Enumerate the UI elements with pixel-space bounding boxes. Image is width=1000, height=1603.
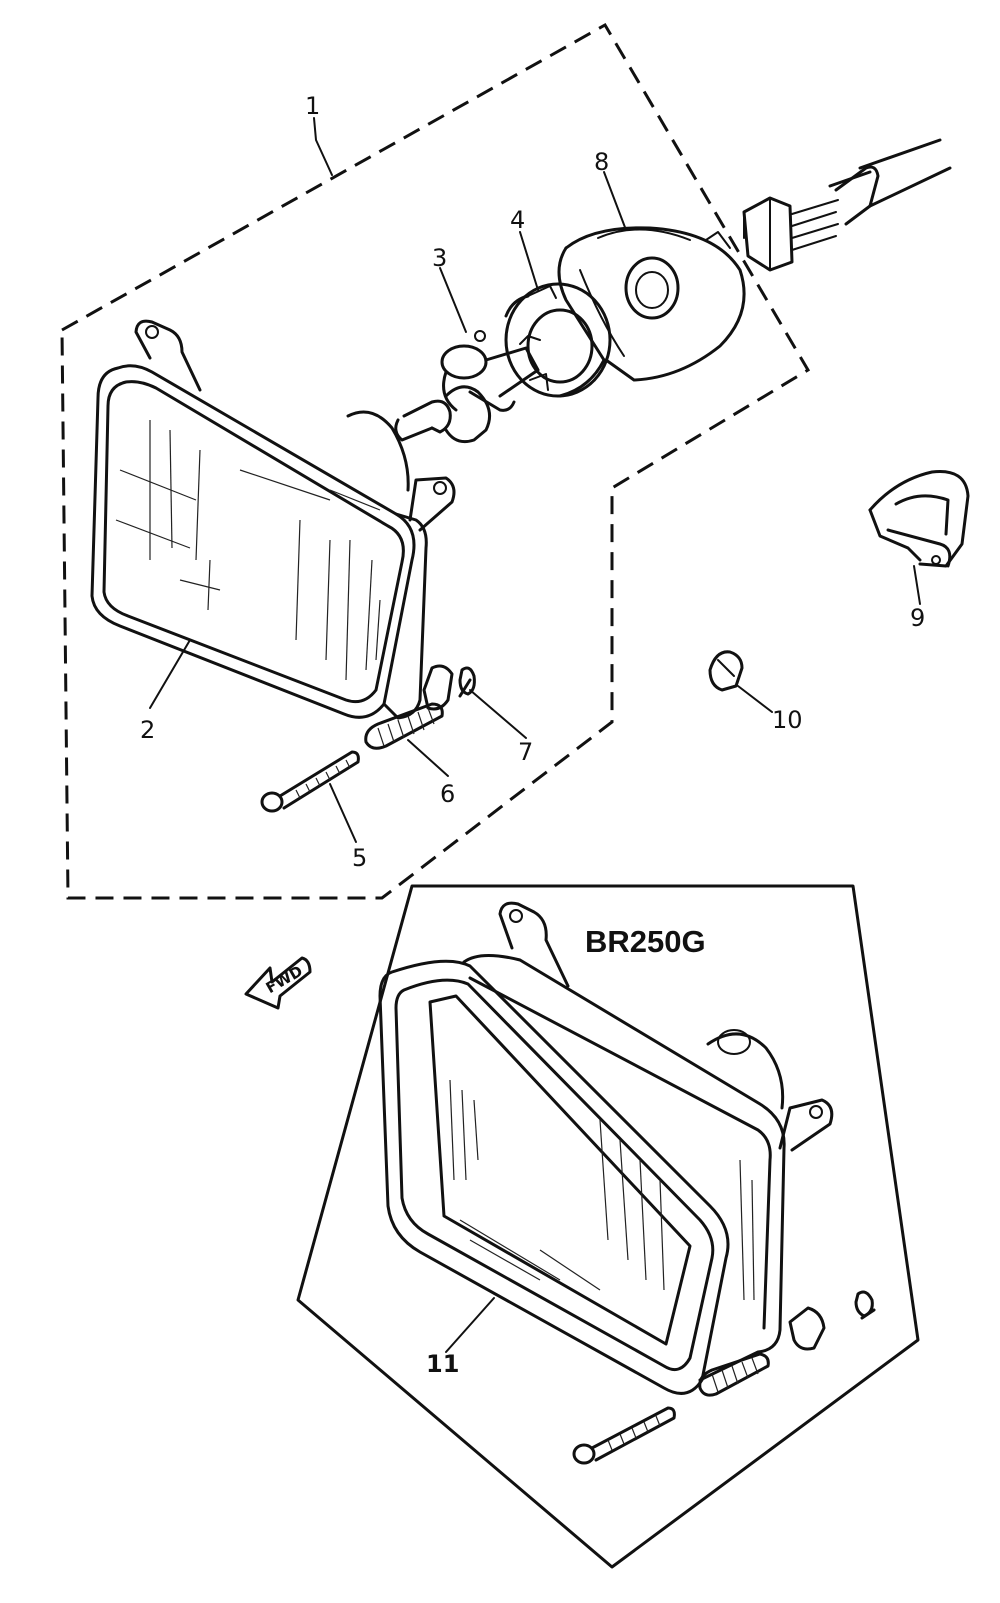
callout-8: 8 bbox=[594, 148, 609, 176]
callout-4: 4 bbox=[510, 206, 525, 234]
variant-boundary bbox=[296, 884, 920, 1569]
callout-1: 1 bbox=[305, 92, 320, 120]
bulb-3 bbox=[394, 330, 549, 444]
headlight-unit-2 bbox=[90, 319, 456, 720]
forward-direction-arrow: FWD bbox=[244, 956, 312, 1010]
callout-3: 3 bbox=[432, 244, 447, 272]
spring-6 bbox=[364, 702, 444, 750]
callout-6: 6 bbox=[440, 780, 455, 808]
variant-label: BR250G bbox=[585, 924, 706, 959]
bracket-9 bbox=[868, 470, 970, 568]
callout-2: 2 bbox=[140, 716, 155, 744]
leader-lines bbox=[149, 117, 921, 1353]
callout-7: 7 bbox=[518, 738, 533, 766]
clip-10 bbox=[708, 650, 744, 692]
callout-11: 11 bbox=[426, 1350, 459, 1378]
callout-9: 9 bbox=[910, 604, 925, 632]
callout-5: 5 bbox=[352, 844, 367, 872]
retaining-ring-4 bbox=[504, 282, 612, 398]
adjusting-screw-5 bbox=[260, 750, 360, 813]
variant-headlight-11 bbox=[378, 901, 876, 1465]
assembly-1-boundary bbox=[60, 22, 811, 900]
callout-10: 10 bbox=[772, 706, 803, 734]
rubber-cover-8 bbox=[557, 226, 746, 382]
wiring-connector bbox=[742, 138, 952, 272]
nut-7 bbox=[458, 666, 476, 698]
